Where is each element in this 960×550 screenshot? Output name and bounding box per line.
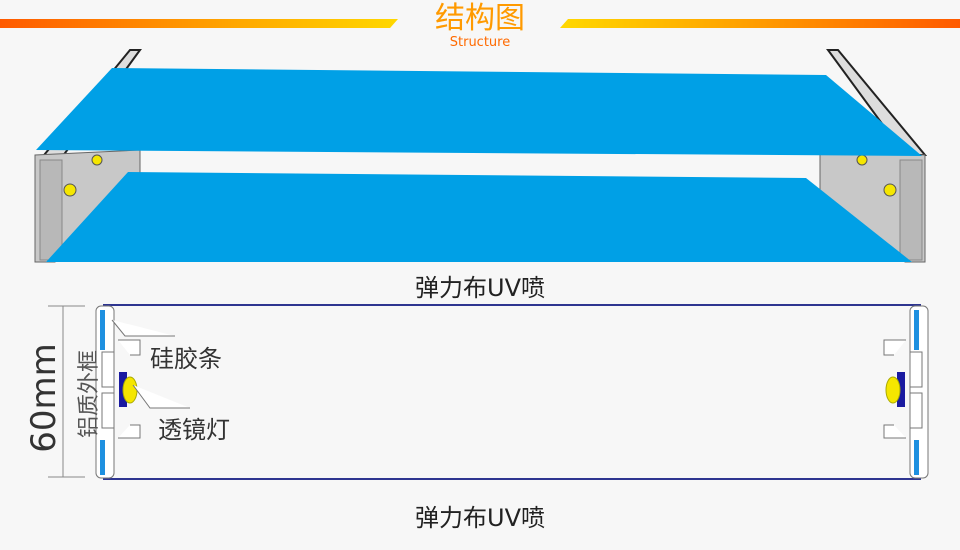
silicone-strip-label: 硅胶条: [150, 345, 222, 373]
left-profile: [95, 305, 190, 479]
right-frame-3d: [819, 49, 928, 263]
lens-light-label: 透镜灯: [158, 416, 230, 444]
frame-label: 铝质外框: [77, 350, 102, 439]
fabric-panel-back: [36, 68, 922, 156]
right-profile: [883, 305, 929, 479]
frame-outline: [103, 304, 921, 480]
page-title: 结构图: [435, 1, 525, 36]
header-bar-left: [0, 19, 398, 28]
dimension-label: 60mm: [24, 343, 64, 453]
section-diagram-caption: 弹力布UV喷: [415, 504, 545, 532]
header-bar-right: [560, 19, 960, 28]
dimension-line: [48, 305, 85, 478]
top-diagram-caption: 弹力布UV喷: [415, 274, 545, 302]
fabric-panel-front: [46, 172, 912, 262]
page-subtitle: Structure: [449, 35, 511, 50]
